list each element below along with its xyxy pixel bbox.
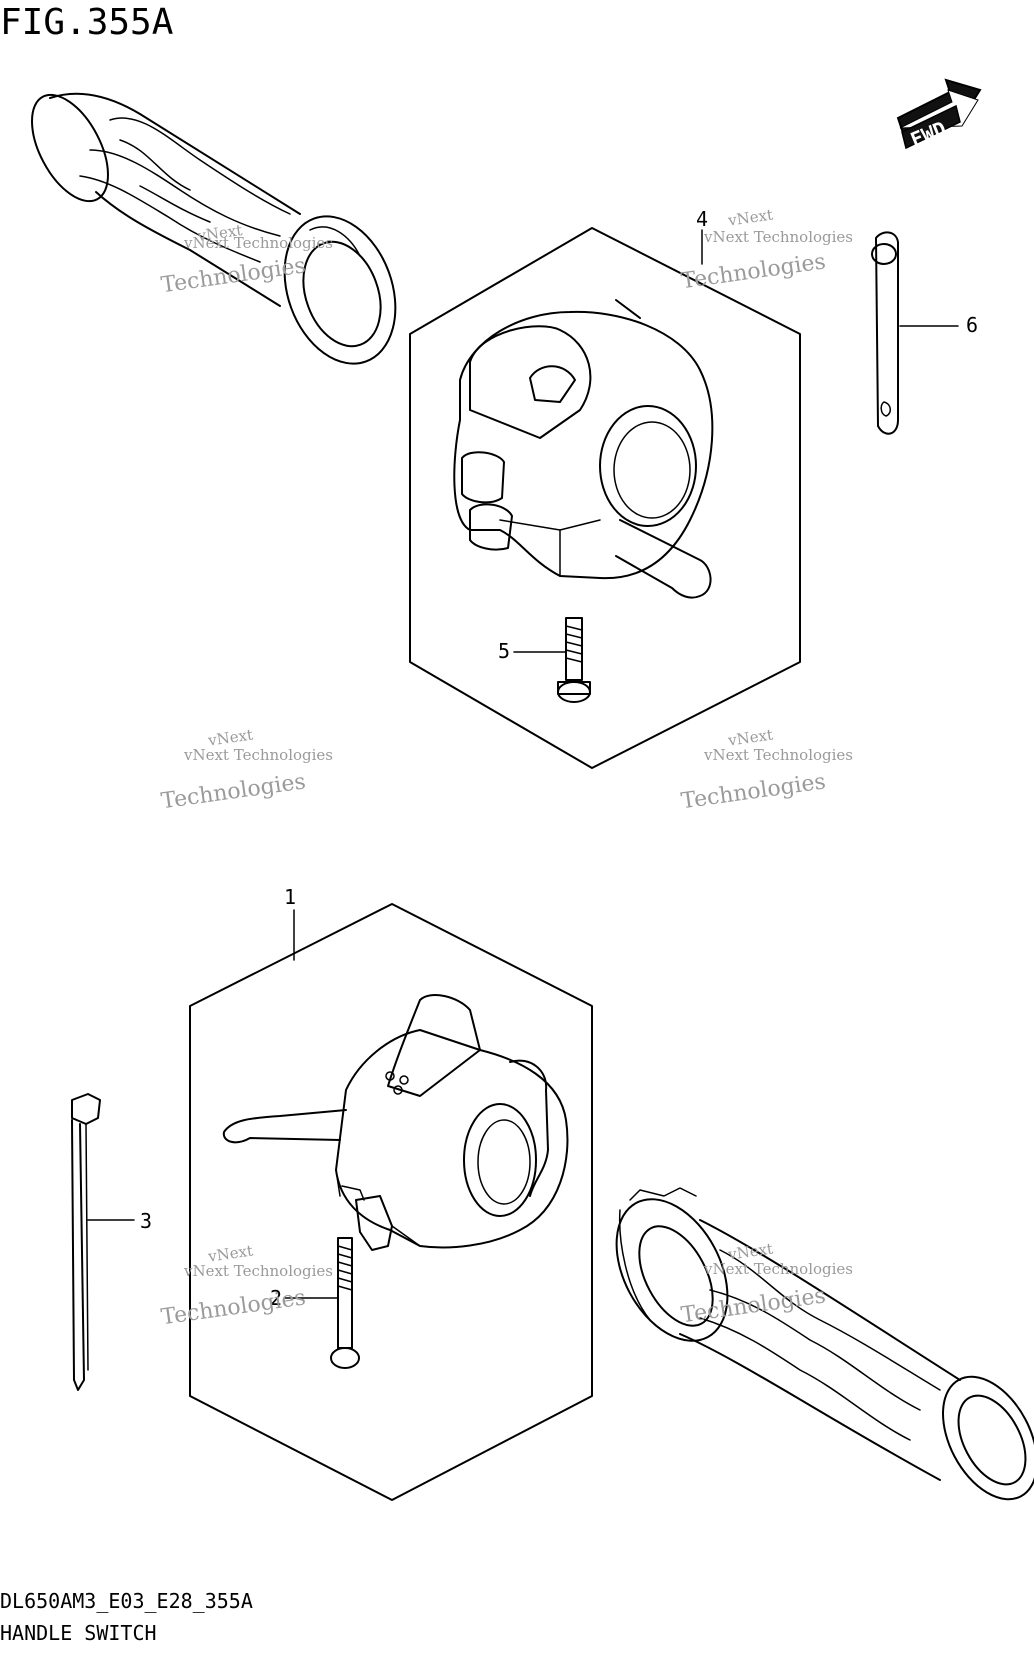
watermark-text: vNext Technologies	[183, 1262, 333, 1280]
watermark-text: vNext	[726, 206, 774, 230]
callout-1-label: 1	[284, 885, 296, 909]
left-grip-drawing	[31, 92, 397, 365]
callout-1: 1	[284, 885, 296, 961]
right-grip-drawing	[615, 1187, 1034, 1501]
watermark-text: vNext Technologies	[703, 746, 853, 764]
callout-4-label: 4	[696, 207, 708, 231]
watermark-mid-right: vNext vNext Technologies Technologies	[680, 726, 853, 815]
watermark-text: Technologies	[160, 253, 308, 298]
callout-5-label: 5	[498, 639, 510, 663]
watermark-text: Technologies	[680, 769, 828, 814]
right-handle-switch-drawing	[453, 299, 714, 599]
watermark-text: vNext Technologies	[183, 234, 333, 252]
callout-5: 5	[498, 639, 567, 663]
watermark-text: Technologies	[160, 769, 308, 814]
callout-4: 4	[696, 207, 708, 265]
screw-5-drawing	[557, 617, 591, 703]
watermark-text: vNext Technologies	[183, 746, 333, 764]
figure-name: HANDLE SWITCH	[0, 1621, 157, 1645]
callout-6-label: 6	[966, 313, 978, 337]
callout-6: 6	[899, 313, 978, 337]
switch-assembly-1-boundary	[189, 903, 593, 1501]
callout-3-label: 3	[140, 1209, 152, 1233]
callout-2: 2	[270, 1286, 339, 1310]
left-handle-switch-drawing	[222, 994, 569, 1251]
watermark-text: vNext Technologies	[703, 228, 853, 246]
watermark-text: Technologies	[160, 1285, 308, 1330]
watermark-text: vNext Technologies	[703, 1260, 853, 1278]
figure-title: FIG.355A	[0, 2, 174, 43]
callout-3: 3	[87, 1209, 152, 1233]
watermark-text: Technologies	[680, 1283, 828, 1328]
clip-6-drawing	[871, 231, 899, 435]
cable-tie-3-drawing	[71, 1093, 101, 1391]
watermark-bottom-left: vNext vNext Technologies Technologies	[160, 1242, 333, 1331]
screw-2-drawing	[330, 1237, 360, 1369]
figure-code: DL650AM3_E03_E28_355A	[0, 1589, 253, 1613]
forward-direction-arrow: FWD	[896, 78, 982, 152]
callout-2-label: 2	[270, 1286, 282, 1310]
watermark-bottom-right: vNext vNext Technologies Technologies	[680, 1240, 853, 1329]
switch-assembly-4-boundary	[409, 227, 801, 769]
watermark-mid-left: vNext vNext Technologies Technologies	[160, 726, 333, 815]
